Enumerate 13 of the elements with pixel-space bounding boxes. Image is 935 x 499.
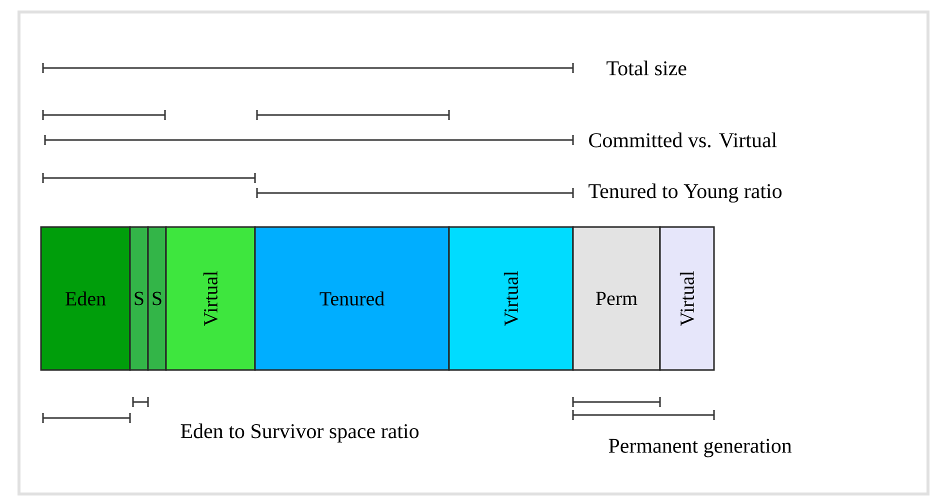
memory-segment: Eden <box>40 226 131 371</box>
memory-segment: S <box>147 226 167 371</box>
memory-segment: Virtual <box>659 226 715 371</box>
memory-segment: Virtual <box>448 226 574 371</box>
dimension-label: Committed vs. Virtual <box>589 132 777 148</box>
memory-segment: S <box>129 226 149 371</box>
memory-segment: Tenured <box>254 226 450 371</box>
dimension-label: Tenured to Young ratio <box>588 183 782 203</box>
memory-segment: Perm <box>572 226 661 371</box>
dimension-label: Eden to Survivor space ratio <box>180 423 419 443</box>
dimension-label: Permanent generation <box>608 438 792 458</box>
dimension-label: Total size <box>606 60 686 76</box>
memory-segment: Virtual <box>165 226 256 371</box>
